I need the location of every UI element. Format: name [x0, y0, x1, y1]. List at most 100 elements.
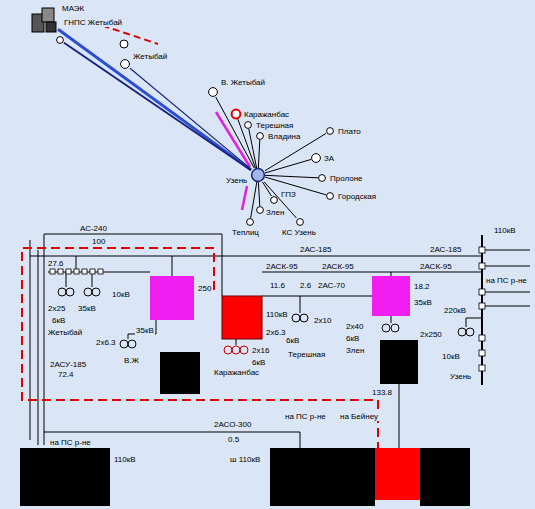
switch-symbol — [74, 269, 79, 274]
wire — [30, 240, 31, 440]
line-label: на ПС р-не — [285, 412, 326, 421]
substation-circle — [327, 193, 334, 200]
substation-symbol — [56, 36, 64, 44]
station-name-box: Плато — [337, 127, 362, 136]
station-name: Плато — [338, 127, 361, 136]
wire — [391, 316, 392, 323]
substation-circle — [297, 219, 304, 226]
line-label-box: 35кВ — [135, 326, 155, 335]
line-label: Узень — [450, 372, 471, 381]
line-label-box: 27.6 — [47, 259, 65, 268]
line-label: 2АС-185 — [300, 245, 331, 254]
substation-circle — [257, 133, 264, 140]
line-label-box: 2АС-185 — [429, 245, 462, 254]
station-name-box: ГПЗ — [280, 190, 297, 199]
line-label-box: В.Ж — [123, 356, 140, 365]
station-name-box: Пролоне — [329, 174, 364, 183]
schematic-wires — [30, 234, 530, 448]
line-label: 2х25 — [48, 304, 65, 313]
bus-bar — [481, 235, 483, 385]
line-label-box: 0.5 — [227, 435, 240, 444]
line-label-box: 6кВ — [251, 358, 266, 367]
transformer-symbol — [391, 324, 399, 332]
substation-symbol — [246, 218, 254, 226]
wire — [262, 272, 482, 273]
switch-symbol — [479, 335, 485, 341]
line-label-box: 2.6 — [299, 281, 312, 290]
line-label-box: 220кВ — [443, 306, 467, 315]
station-name: ЗА — [324, 154, 334, 163]
station-name-box: Каражанбас — [243, 110, 290, 119]
station-name-box: ГНПС Жетыбай — [63, 18, 123, 27]
station-name: В. Жетыбай — [221, 78, 265, 87]
substation-circle — [232, 110, 241, 119]
line-label-box: 2х25 — [47, 304, 66, 313]
power-line — [64, 43, 251, 171]
line-label: на Бейнеу — [340, 412, 378, 421]
line-label: Терешная — [288, 350, 325, 359]
switch-symbol — [58, 269, 63, 274]
line-label-box: АС-240 — [79, 224, 108, 233]
station-name-box: Жетыбай — [132, 52, 168, 61]
line-label: 10кВ — [442, 352, 460, 361]
line-label: 6кВ — [252, 358, 265, 367]
transformer-symbol — [58, 288, 66, 296]
station-name-box: Злен — [265, 208, 285, 217]
switch-symbol — [479, 263, 485, 269]
substation-node: Владина — [256, 132, 264, 140]
substation-symbol — [318, 174, 326, 182]
line-label: Каражанбас — [214, 368, 259, 377]
line-label-box: 110кВ — [113, 455, 137, 464]
line-label: 250 — [198, 284, 211, 293]
substation-node: Плато — [326, 127, 334, 135]
line-label: 133.8 — [372, 388, 392, 397]
substation-node: ГПЗ — [270, 196, 278, 204]
black-block — [160, 352, 200, 394]
substation-node: Пролоне — [318, 174, 326, 182]
line-label-box: 2АС-185 — [299, 245, 332, 254]
line-label-box: 35кВ — [413, 298, 433, 307]
power-line — [258, 182, 259, 206]
line-label: АС-240 — [80, 224, 107, 233]
wire — [262, 296, 372, 297]
transformer-symbol — [292, 314, 300, 322]
wire — [44, 234, 222, 296]
switch-symbol — [66, 269, 71, 274]
line-label-box: 2АСО-300 — [213, 420, 252, 429]
wire — [44, 234, 45, 445]
line-label: 110кВ — [114, 455, 136, 464]
substation-symbol — [270, 196, 278, 204]
line-label-box: 35кВ — [77, 304, 97, 313]
power-line — [216, 97, 254, 168]
substation-circle — [209, 88, 218, 97]
line-label-box: на ПС р-не — [485, 276, 528, 285]
line-label-box: 11.6 — [269, 281, 286, 290]
substation-circle — [319, 175, 326, 182]
line-label: 35кВ — [78, 304, 96, 313]
substation-circle — [252, 169, 265, 182]
switch-symbol — [479, 247, 485, 253]
substation-symbol — [231, 109, 241, 119]
line-label-box: 2х6.3 — [265, 328, 287, 337]
line-label-box: 2х10 — [313, 316, 332, 325]
wire — [399, 384, 400, 448]
substation-node: Терешная — [244, 121, 252, 129]
line-label-box: 100 — [91, 237, 106, 246]
substation-node: Теплиц — [246, 218, 254, 226]
gas-pipeline — [242, 186, 247, 210]
wire — [44, 432, 300, 448]
transformer-symbol — [66, 288, 74, 296]
substation-symbol — [120, 40, 128, 48]
wire — [236, 339, 237, 345]
line-label-box: Узень — [449, 372, 472, 381]
red-block — [375, 448, 420, 500]
line-label-box: на ПС р-не — [49, 438, 92, 447]
line-label-box: 2АСК-95 — [321, 262, 355, 271]
station-name-box: В. Жетыбай — [220, 78, 266, 87]
line-label: 35кВ — [136, 326, 154, 335]
black-block — [380, 340, 418, 384]
substation-node: В. Жетыбай — [208, 87, 218, 97]
line-label-box: 10кВ — [111, 290, 131, 299]
substation-node: Городская — [326, 192, 334, 200]
